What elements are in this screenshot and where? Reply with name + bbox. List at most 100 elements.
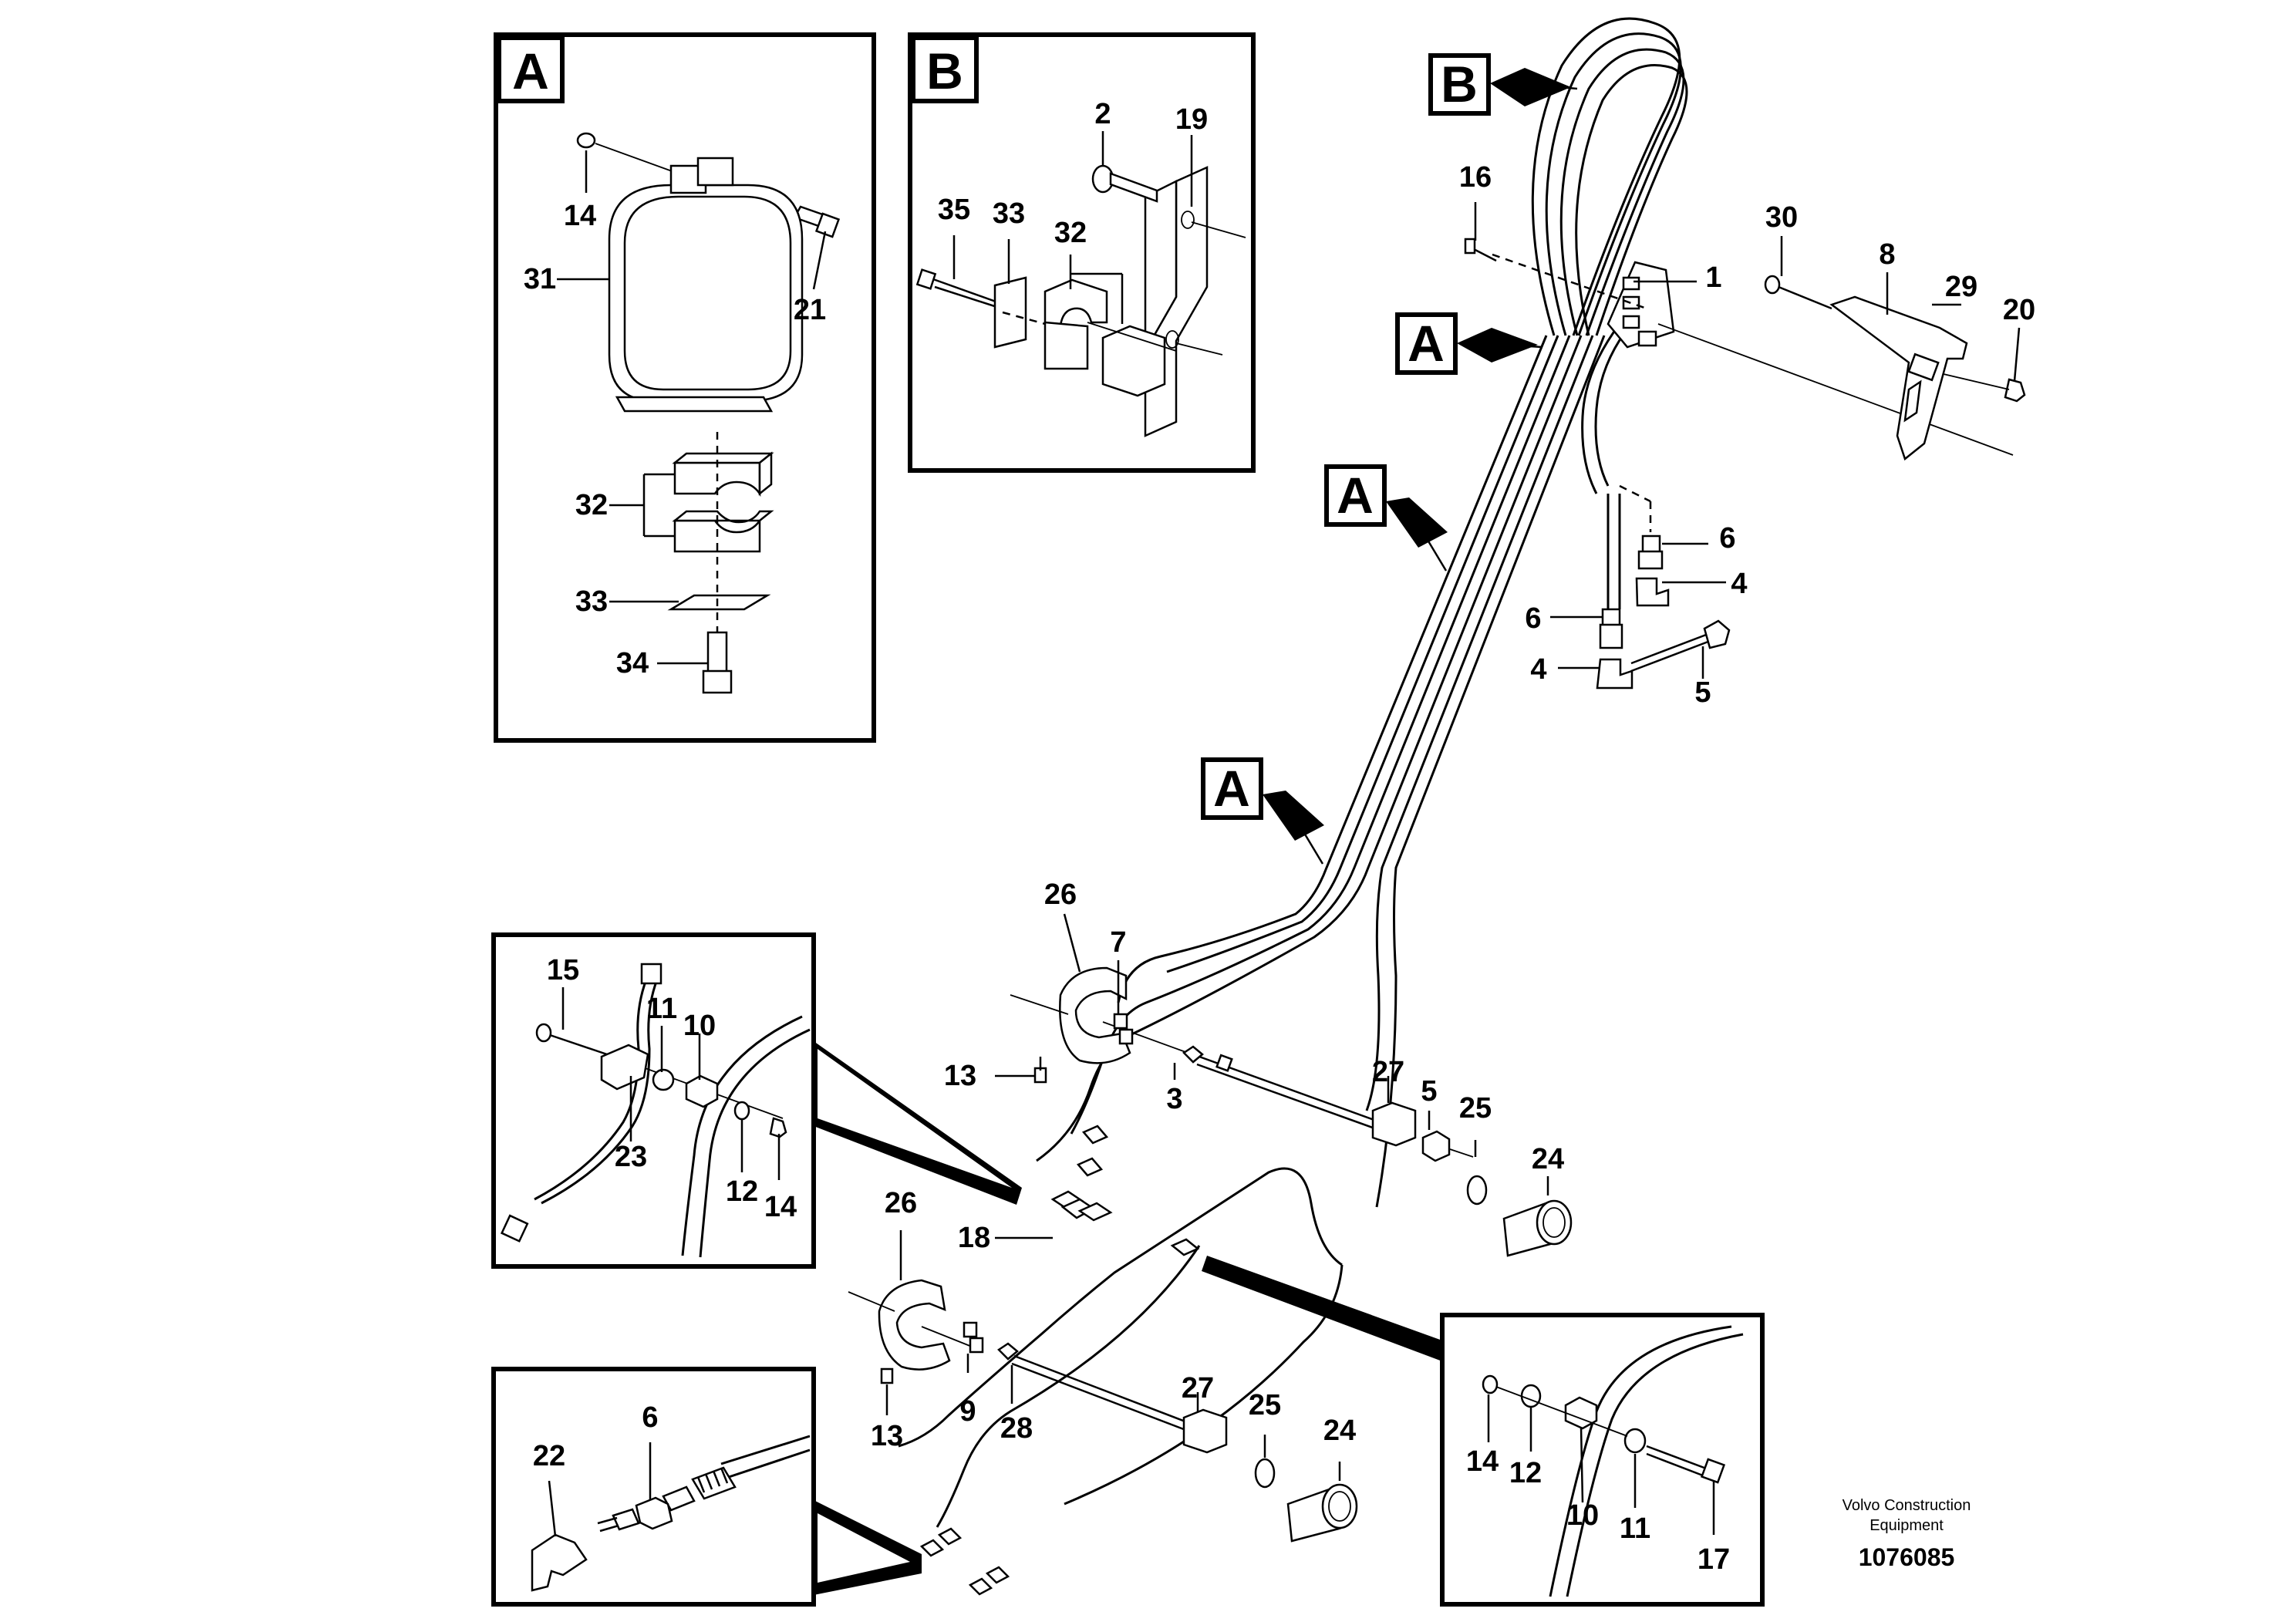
ref-box-a3 — [1201, 757, 1263, 820]
callout-24: 24 — [1323, 1415, 1356, 1447]
adapter-icon — [635, 1496, 673, 1530]
nut-icon — [769, 1117, 787, 1138]
callout-26: 26 — [885, 1187, 917, 1219]
detail-fitting — [491, 1367, 922, 1607]
elbow-fitting-icon — [1635, 577, 1670, 607]
callout-9: 9 — [959, 1395, 976, 1428]
ref-box-a2 — [1324, 464, 1387, 527]
detail-clamp-left — [491, 932, 1022, 1269]
detail-a-label: A — [512, 42, 549, 99]
hose-fitting-icon — [1182, 1408, 1228, 1454]
callout-15: 15 — [547, 954, 579, 986]
callout-27: 27 — [1182, 1372, 1214, 1404]
elbow-fitting-icon — [531, 1533, 588, 1592]
detail-clamp-right — [1202, 1256, 1765, 1607]
plate-icon — [993, 276, 1027, 349]
callout-32: 32 — [1054, 217, 1087, 249]
spacer-icon — [1907, 352, 1940, 382]
ref-b-label: B — [1441, 56, 1478, 113]
callout-5: 5 — [1694, 676, 1711, 709]
callout-4: 4 — [1731, 568, 1747, 600]
callout-labels: 14 21 31 32 33 34 2 19 35 33 32 16 1 30 … — [524, 98, 2035, 1576]
callout-20: 20 — [2003, 294, 2035, 326]
callout-12: 12 — [1509, 1457, 1542, 1489]
callout-3: 3 — [1166, 1083, 1182, 1115]
brand-block: Volvo Construction Equipment 1076085 — [1843, 1497, 1971, 1571]
ref-a2-label: A — [1337, 467, 1374, 524]
callout-8: 8 — [1879, 238, 1895, 271]
callout-16: 16 — [1459, 161, 1492, 194]
adapter-icon — [1601, 608, 1621, 628]
callout-26: 26 — [1044, 878, 1077, 911]
ref-box-a1 — [1395, 312, 1458, 375]
callout-12: 12 — [726, 1175, 758, 1208]
ref-box-b — [1428, 53, 1491, 116]
callout-30: 30 — [1765, 201, 1798, 234]
mounting-bracket-icon — [1829, 295, 1968, 461]
hose-clamp-icon — [878, 1279, 951, 1371]
callout-13: 13 — [944, 1060, 976, 1092]
callout-27: 27 — [1372, 1056, 1404, 1088]
callout-33: 33 — [993, 197, 1025, 230]
callout-17: 17 — [1698, 1543, 1730, 1576]
callout-14: 14 — [564, 200, 596, 232]
bolt-icon — [1764, 275, 1781, 295]
callout-25: 25 — [1459, 1092, 1492, 1125]
callout-11: 11 — [646, 993, 677, 1025]
callout-6: 6 — [642, 1401, 658, 1434]
callout-5: 5 — [1421, 1075, 1437, 1108]
callout-33: 33 — [575, 585, 608, 618]
bolt-icon — [1464, 238, 1476, 255]
callout-10: 10 — [1566, 1499, 1599, 1532]
document-number: 1076085 — [1859, 1543, 1955, 1571]
callout-14: 14 — [1466, 1445, 1499, 1478]
cover-plate-icon — [667, 594, 771, 611]
callout-32: 32 — [575, 489, 608, 521]
callout-6: 6 — [1719, 522, 1735, 555]
ref-a1-label: A — [1408, 315, 1445, 372]
detail-frame-a: A — [494, 32, 876, 743]
tube-end-fitting-icon — [500, 1214, 529, 1243]
callout-21: 21 — [794, 294, 826, 326]
nut-icon — [2004, 378, 2026, 403]
callout-13: 13 — [871, 1420, 903, 1452]
callout-23: 23 — [615, 1141, 647, 1173]
hose-assembly: B A A A — [848, 17, 2026, 1596]
strap-clamp-icon — [608, 184, 804, 403]
elbow-fitting-icon — [1596, 658, 1633, 690]
callout-18: 18 — [958, 1222, 990, 1254]
spacer-icon — [652, 1068, 675, 1091]
callout-7: 7 — [1110, 926, 1126, 959]
screw-icon — [880, 1367, 894, 1384]
tube-clamp-icon — [600, 1044, 649, 1091]
hose-fitting-icon — [1371, 1101, 1417, 1147]
callout-11: 11 — [1620, 1512, 1650, 1545]
seal-ring-icon — [1466, 1175, 1488, 1206]
callout-14: 14 — [764, 1191, 797, 1223]
ref-a3-label: A — [1213, 760, 1250, 817]
hose-clamp-icon — [1059, 966, 1131, 1064]
callout-2: 2 — [1094, 98, 1111, 130]
washer-icon — [1482, 1374, 1499, 1394]
washer-icon — [1520, 1384, 1542, 1408]
callout-35: 35 — [938, 194, 970, 226]
callout-31: 31 — [524, 263, 556, 295]
callout-4: 4 — [1530, 653, 1546, 686]
washer-icon — [733, 1101, 750, 1121]
brand-line-1: Volvo Construction — [1843, 1497, 1971, 1514]
inset-pointer — [1202, 1256, 1442, 1361]
callout-6: 6 — [1525, 602, 1541, 635]
p-clip-icon — [1564, 1396, 1598, 1430]
cap-icon — [1703, 619, 1731, 649]
callout-1: 1 — [1705, 261, 1721, 294]
callout-10: 10 — [683, 1010, 716, 1042]
hex-bolt-icon — [915, 268, 937, 290]
washer-icon — [576, 132, 596, 149]
callout-29: 29 — [1945, 271, 1977, 303]
callout-19: 19 — [1175, 103, 1208, 136]
bolt-icon — [1700, 1458, 1726, 1484]
callout-22: 22 — [533, 1440, 565, 1472]
callout-24: 24 — [1532, 1143, 1564, 1175]
clamp-block-left-icon — [1043, 278, 1108, 327]
